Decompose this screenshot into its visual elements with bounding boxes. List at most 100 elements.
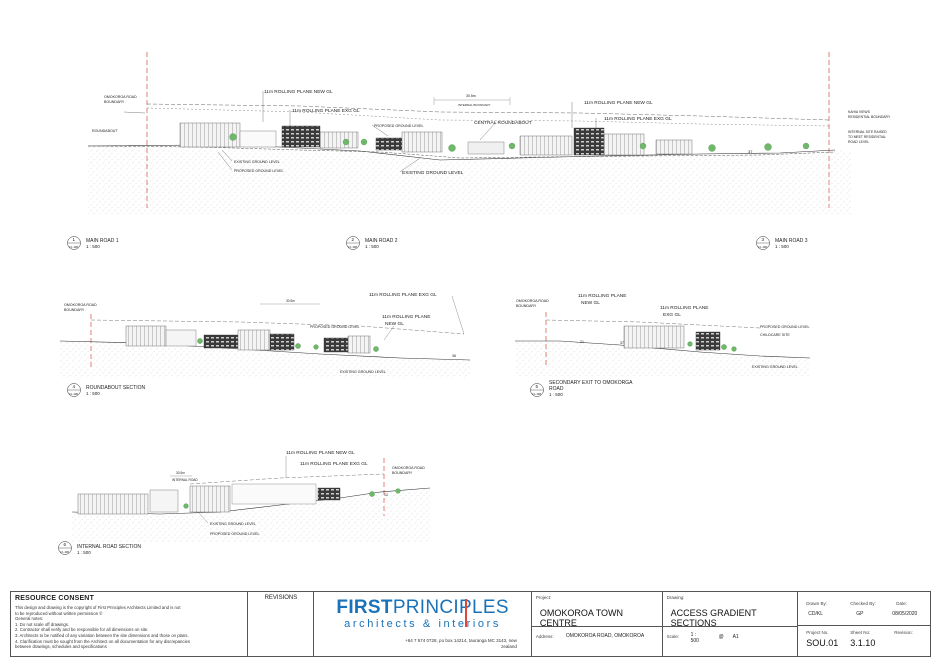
- svg-text:3.1.10B: 3.1.10B: [758, 245, 767, 249]
- svg-text:1 : 500: 1 : 500: [86, 244, 100, 249]
- existing-gl-label: EXISTING GROUND LEVEL: [752, 365, 798, 369]
- svg-text:1: 1: [73, 237, 76, 242]
- section-marker-1: 1 3.1.10B MAIN ROAD 1 1 : 500: [67, 236, 119, 250]
- date: 08/05/2020: [892, 611, 918, 617]
- section-marker-2: 2 3.1.10B MAIN ROAD 2 1 : 500: [346, 236, 398, 250]
- dim-label: 37: [748, 149, 753, 154]
- svg-text:ROAD: ROAD: [549, 386, 564, 392]
- sections-drawing: 30.5m INTERNAL BOUNDARY 37 OMOKOROA ROAD…: [58, 52, 891, 555]
- building: [375, 137, 403, 151]
- proposed-gl-label: PROPOSED GROUND LEVEL: [310, 325, 360, 329]
- ground-hatch: [88, 145, 852, 214]
- svg-text:3.1.10B: 3.1.10B: [348, 245, 357, 249]
- building: [655, 139, 693, 155]
- section-marker-4: 4 3.1.10B ROUNDABOUT SECTION 1 : 500: [67, 383, 145, 397]
- drawing-title: ACCESS GRADIENT SECTIONS: [670, 608, 757, 628]
- building: [467, 141, 505, 155]
- svg-text:2: 2: [352, 237, 355, 242]
- resource-consent-cell: RESOURCE CONSENT This design and drawing…: [11, 592, 249, 656]
- dim-label: 30.5m: [466, 94, 476, 98]
- dim-label: 30.5m: [286, 299, 295, 303]
- svg-text:3: 3: [762, 237, 765, 242]
- section-marker-6: 6 3.1.10B INTERNAL ROAD SECTION 1 : 500: [58, 541, 141, 555]
- existing-gl-label: EXISTING GROUND LEVEL: [340, 370, 386, 374]
- internal-road-label: INTERNAL ROAD: [172, 478, 198, 482]
- svg-text:5: 5: [536, 384, 539, 389]
- existing-gl-label: EXISTING GROUND LEVEL: [402, 170, 464, 176]
- omokoroa-boundary-label: OMOKOROA ROAD: [516, 299, 549, 303]
- rolling-new-l2-label: NEW GL: [581, 300, 600, 306]
- internal-road-section: 30.5m INTERNAL ROAD 11m ROLLING PLANE NE…: [71, 450, 431, 542]
- rolling-plane-new-label: 11m ROLLING PLANE NEW GL: [286, 450, 355, 456]
- dim-label: 37: [620, 341, 624, 345]
- building: [603, 133, 645, 156]
- building: [573, 127, 605, 156]
- paper-size: A1: [732, 634, 739, 640]
- rolling-new-l1-label: 11m ROLLING PLANE: [382, 314, 430, 320]
- rolling-plane-new: [146, 103, 830, 121]
- svg-text:3.1.10B: 3.1.10B: [60, 550, 69, 554]
- kahia-views-label: KAHIA VIEWS: [848, 110, 871, 114]
- rolling-plane: [545, 319, 761, 329]
- building: [281, 125, 321, 148]
- rolling-plane: [189, 473, 385, 485]
- rolling-plane-exg-label: 11m ROLLING PLANE EXG GL: [300, 461, 368, 467]
- proposed-gl-label: PROPOSED GROUND LEVEL: [210, 532, 260, 536]
- svg-text:MAIN ROAD 3: MAIN ROAD 3: [775, 238, 808, 244]
- revisions-title: REVISIONS: [264, 595, 298, 601]
- main-road-section: 30.5m INTERNAL BOUNDARY 37 OMOKOROA ROAD…: [87, 52, 891, 214]
- proposed-ground-line: [87, 145, 836, 159]
- omokoroa-boundary-label: BOUNDARY: [64, 308, 85, 312]
- svg-text:3.1.10B: 3.1.10B: [532, 392, 541, 396]
- existing-gl-label: EXISTING GROUND LEVEL: [234, 160, 280, 164]
- svg-text:1 : 500: 1 : 500: [365, 244, 379, 249]
- svg-text:1 : 500: 1 : 500: [549, 392, 563, 397]
- existing-gl-label: EXISTING GROUND LEVEL: [210, 522, 256, 526]
- resource-consent-title: RESOURCE CONSENT: [15, 595, 95, 602]
- rolling-plane-exg-label: 11m ROLLING PLANE EXG GL: [604, 116, 672, 122]
- boundary-label: BOUNDARY: [392, 471, 413, 475]
- svg-text:MAIN ROAD 1: MAIN ROAD 1: [86, 238, 119, 244]
- proposed-gl-label: PROPOSED GROUND LEVEL: [374, 124, 424, 128]
- omokoroa-boundary-label: BOUNDARY: [104, 100, 125, 104]
- secondary-exit-section: OMOKOROA ROAD BOUNDARY 11m ROLLING PLANE…: [515, 293, 811, 376]
- rolling-exg-l2-label: EXG GL: [663, 312, 681, 318]
- proposed-gl-label: PROPOSED GROUND LEVEL: [234, 169, 284, 173]
- revisions-cell: REVISIONS: [248, 592, 315, 656]
- svg-text:1 : 500: 1 : 500: [86, 391, 100, 396]
- building: [401, 131, 443, 153]
- rolling-new-l1-label: 11m ROLLING PLANE: [578, 293, 626, 299]
- rolling-plane: [90, 319, 465, 335]
- building: [239, 130, 277, 148]
- dim-label: 30.5m: [176, 471, 185, 475]
- roundabout-section: 30.5m OMOKOROA ROAD BOUNDARY 11m ROLLING…: [59, 292, 471, 378]
- childcare-label: CHILDCARE SITE: [760, 333, 790, 337]
- building: [319, 131, 359, 149]
- project-number: SOU.01: [806, 638, 839, 648]
- project-address: OMOKOROA ROAD, OMOKOROA: [565, 633, 645, 639]
- existing-ground-line: [515, 340, 811, 359]
- omokoroa-boundary-label: BOUNDARY: [516, 304, 537, 308]
- rolling-plane-exg-label: 11m ROLLING PLANE EXG GL: [292, 108, 360, 114]
- svg-text:SECONDARY EXIT TO OMOKORGA: SECONDARY EXIT TO OMOKORGA: [549, 380, 633, 386]
- rolling-plane-new-label: 11m ROLLING PLANE NEW GL: [264, 89, 333, 95]
- logo-cell: FIRSTPRINCIPLES architects & interiors +…: [314, 592, 532, 656]
- kahia-views-label: RESIDENTIAL BOUNDARY: [848, 115, 891, 119]
- company-logo: FIRSTPRINCIPLES architects & interiors: [336, 597, 509, 631]
- svg-text:MAIN ROAD 2: MAIN ROAD 2: [365, 238, 398, 244]
- section-marker-3: 3 3.1.10B MAIN ROAD 3 1 : 500: [756, 236, 808, 250]
- svg-text:ROUNDABOUT SECTION: ROUNDABOUT SECTION: [86, 385, 145, 391]
- company-address: +64 7 574 0728, po box 14214, tauranga M…: [405, 638, 517, 649]
- omokoroa-boundary-label: OMOKOROA ROAD: [64, 303, 97, 307]
- logo-accent-bar: [465, 599, 468, 627]
- omokoroa-boundary-label: OMOKOROA ROAD: [104, 95, 137, 99]
- roundabout-label: ROUNDABOUT: [92, 129, 118, 133]
- dim-label: 36: [452, 354, 456, 358]
- svg-text:6: 6: [64, 542, 67, 547]
- omokoroa-boundary-label: OMOKOROA ROAD: [392, 466, 425, 470]
- section-marker-5: 5 3.1.10B SECONDARY EXIT TO OMOKORGA ROA…: [530, 380, 633, 397]
- internal-site-label: ROAD LEVEL: [848, 140, 869, 144]
- internal-site-label: TO MEET RESIDENTIAL: [848, 135, 886, 139]
- project-name: OMOKOROA TOWN CENTRE: [539, 608, 624, 628]
